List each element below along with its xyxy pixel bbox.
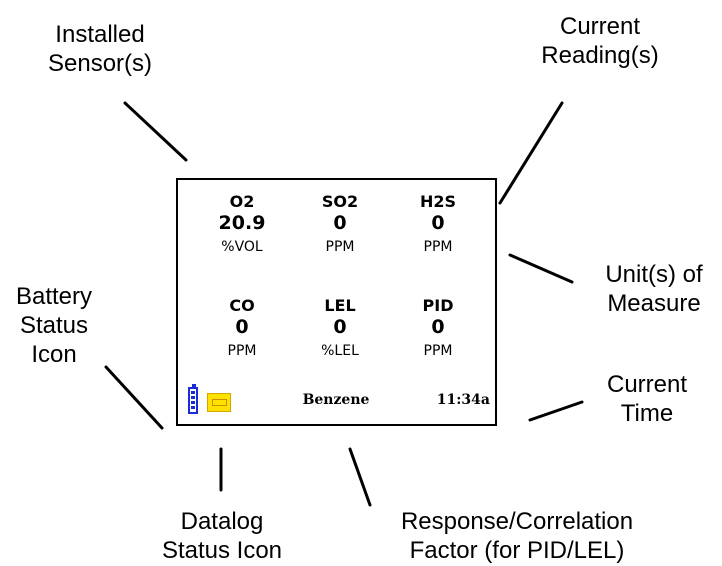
sensor-reading: 0 <box>235 316 249 338</box>
sensor-unit: PPM <box>325 239 355 255</box>
units-of-measure-label: Unit(s) of Measure <box>605 261 703 317</box>
sensor-reading: 0 <box>333 212 347 234</box>
installed-sensors-line <box>123 101 188 162</box>
sensor-o2: O2 20.9 %VOL <box>192 192 292 257</box>
datalog-status-label: Datalog Status Icon <box>161 508 283 564</box>
sensor-co: CO 0 PPM <box>192 296 292 361</box>
sensor-pid: PID 0 PPM <box>388 296 488 361</box>
sensor-reading: 0 <box>431 316 445 338</box>
datalog-icon <box>207 393 231 412</box>
sensor-name: SO2 <box>321 192 359 211</box>
factor-line <box>348 447 372 507</box>
units-line <box>508 253 574 284</box>
sensor-unit: PPM <box>423 239 453 255</box>
sensor-unit: %VOL <box>221 239 263 255</box>
sensor-lel: LEL 0 %LEL <box>290 296 390 361</box>
installed-sensors-label: Installed Sensor(s) <box>47 21 153 77</box>
sensor-name: O2 <box>229 192 255 211</box>
sensor-so2: SO2 0 PPM <box>290 192 390 257</box>
sensor-name: H2S <box>419 192 457 211</box>
sensor-name: LEL <box>324 296 356 315</box>
sensor-reading: 20.9 <box>218 212 266 234</box>
sensor-unit: PPM <box>227 343 257 359</box>
current-readings-line <box>498 101 564 205</box>
battery-status-label: Battery Status Icon <box>15 283 93 368</box>
response-factor-label: Response/Correlation Factor (for PID/LEL… <box>400 508 634 564</box>
device-display: O2 20.9 %VOL SO2 0 PPM H2S 0 PPM CO 0 PP… <box>176 178 497 426</box>
sensor-name: PID <box>422 296 454 315</box>
battery-line <box>104 365 164 430</box>
clock-time: 11:34a <box>436 392 490 408</box>
sensor-unit: PPM <box>423 343 453 359</box>
battery-icon <box>188 384 198 414</box>
time-line <box>528 400 584 422</box>
sensor-reading: 0 <box>333 316 347 338</box>
sensor-reading: 0 <box>431 212 445 234</box>
current-time-label: Current Time <box>606 371 688 427</box>
sensor-name: CO <box>229 296 255 315</box>
correlation-factor: Benzene <box>302 392 370 408</box>
sensor-unit: %LEL <box>321 343 359 359</box>
current-readings-label: Current Reading(s) <box>541 13 659 69</box>
sensor-h2s: H2S 0 PPM <box>388 192 488 257</box>
